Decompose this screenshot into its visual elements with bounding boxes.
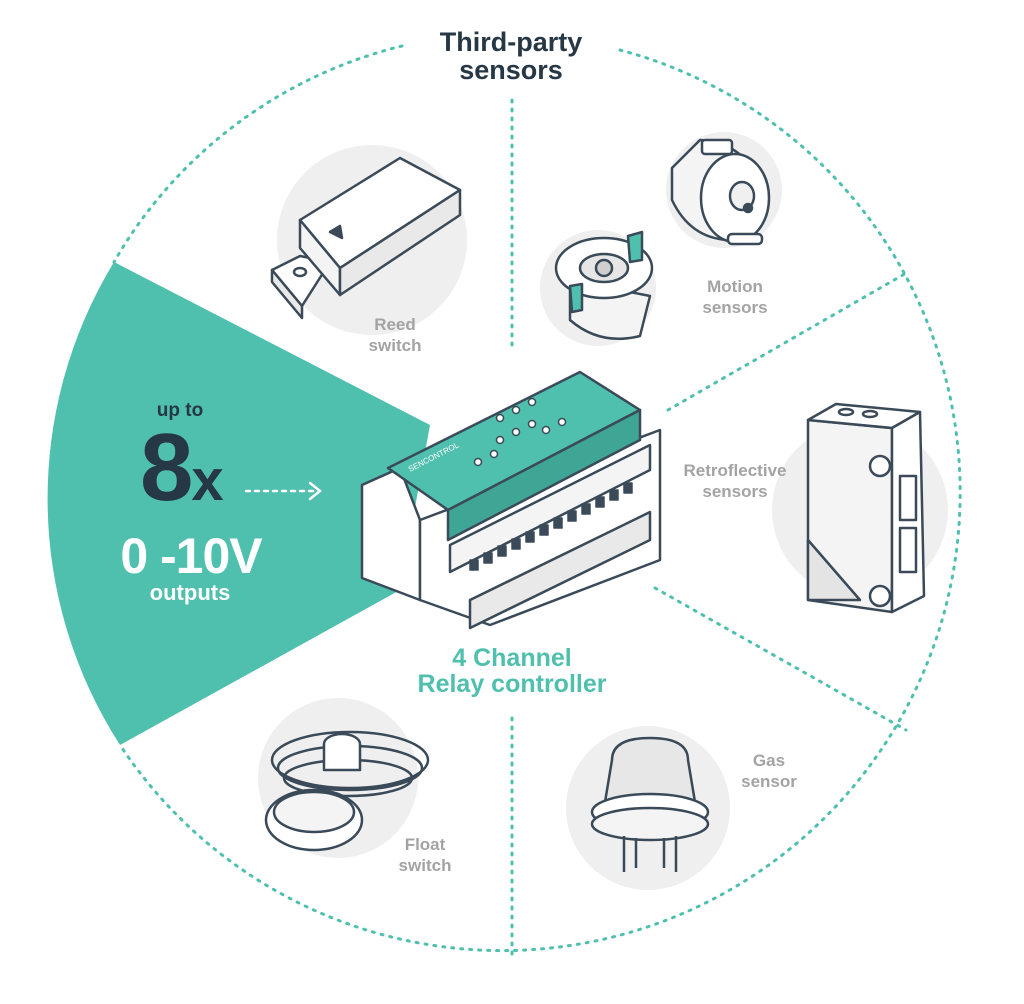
motion-sensor-icon-2: [554, 230, 654, 340]
output-count-multiplier: x: [191, 448, 223, 513]
motion-line-1: Motion: [707, 277, 763, 296]
retroreflective-sensor-icon: [806, 402, 926, 614]
outer-dotted-circle-right: [118, 48, 962, 953]
reed-line-2: switch: [368, 336, 422, 355]
gas-sensor-label: Gas sensor: [714, 750, 824, 792]
up-to-label: up to: [156, 400, 204, 421]
float-line-2: switch: [398, 856, 452, 875]
diagram-title: Third-party sensors: [396, 28, 626, 84]
reed-switch-label: Reed switch: [340, 314, 450, 356]
arrow-right-icon: [244, 481, 323, 501]
output-count: 8x: [140, 418, 224, 518]
gas-sensor-icon: [590, 736, 710, 872]
gas-line-1: Gas: [752, 751, 786, 770]
retroflective-sensors-label: Retroflective sensors: [670, 460, 800, 502]
output-count-number: 8: [140, 414, 193, 521]
reed-switch-icon: [270, 156, 462, 320]
float-switch-label: Float switch: [370, 834, 480, 876]
relay-controller-icon: [360, 370, 662, 630]
gas-line-2: sensor: [741, 772, 797, 791]
product-line-1: 4 Channel: [452, 644, 572, 672]
motion-sensors-label: Motion sensors: [680, 276, 790, 318]
float-line-1: Float: [404, 835, 446, 854]
retro-line-2: sensors: [702, 482, 768, 501]
outputs-wedge: [47, 262, 430, 745]
motion-sensor-icon: [670, 138, 771, 246]
product-label: 4 Channel Relay controller: [380, 645, 644, 697]
outputs-label: outputs: [149, 580, 231, 605]
float-switch-icon: [264, 730, 430, 852]
motion-line-2: sensors: [702, 298, 768, 317]
sector-dividers: [510, 98, 910, 962]
product-line-2: Relay controller: [417, 670, 607, 698]
title-line-2: sensors: [459, 55, 563, 85]
retro-line-1: Retroflective: [683, 461, 787, 480]
title-line-1: Third-party: [439, 27, 583, 57]
voltage-range: 0 -10V: [120, 528, 262, 584]
reed-line-1: Reed: [374, 315, 416, 334]
